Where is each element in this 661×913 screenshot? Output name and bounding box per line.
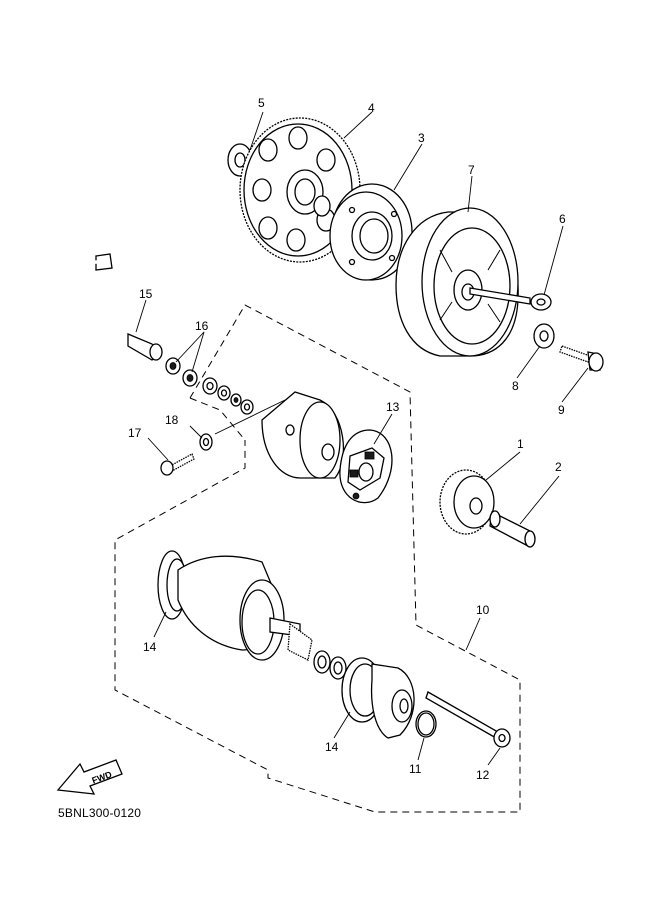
starter-yoke-armature [157, 550, 313, 661]
callout-6: 6 [559, 212, 566, 226]
leader-lines [135, 111, 589, 766]
part-3-one-way-clutch [329, 183, 413, 281]
part-12-long-bolt [425, 691, 511, 748]
callout-2: 2 [555, 460, 562, 474]
callout-4: 4 [368, 101, 375, 115]
callout-17: 17 [128, 426, 142, 440]
starter-front-cover [341, 657, 415, 739]
part-17-bolt [160, 453, 195, 476]
diagram-code: 5BNL300-0120 [58, 806, 141, 820]
callout-10: 10 [476, 603, 490, 617]
callout-labels: 1 2 3 4 5 6 7 8 9 10 11 12 13 14 14 15 1… [128, 96, 566, 782]
callout-12: 12 [476, 768, 490, 782]
part-8-washer [533, 323, 555, 349]
part-2-shaft [489, 510, 536, 548]
part-18-washer [199, 433, 213, 451]
callout-15: 15 [139, 287, 153, 301]
assembly-boundary-upper [114, 304, 521, 813]
callout-1: 1 [517, 437, 524, 451]
part-13-brush-holder [339, 429, 393, 504]
part-6-bolt [469, 287, 552, 311]
callout-7: 7 [468, 163, 475, 177]
callout-14-upper: 14 [143, 640, 157, 654]
part-7-rotor [395, 207, 519, 357]
part-1-starter-idle-gear [439, 469, 495, 535]
callout-13: 13 [386, 400, 400, 414]
callout-9: 9 [558, 403, 565, 417]
callout-3: 3 [418, 131, 425, 145]
callout-8: 8 [512, 379, 519, 393]
fwd-arrow-icon: FWD [56, 759, 123, 795]
callout-16: 16 [195, 319, 209, 333]
callout-14-lower: 14 [325, 740, 339, 754]
callout-18: 18 [165, 413, 179, 427]
callout-11: 11 [409, 762, 422, 776]
insulator-washers [202, 377, 254, 415]
callout-5: 5 [258, 96, 265, 110]
part-11-o-ring [415, 710, 437, 738]
part-9-bolt [559, 345, 604, 372]
part-15-lead-wire [63, 253, 163, 361]
starter-rear-cover [261, 391, 345, 479]
front-cover-washers [313, 650, 347, 680]
